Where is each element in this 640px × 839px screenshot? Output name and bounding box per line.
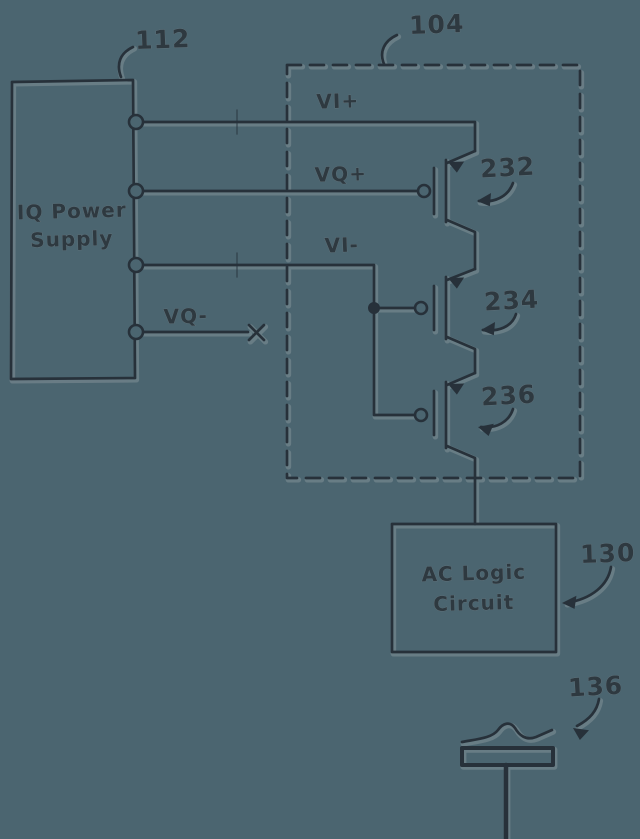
ref-104: 104 <box>409 9 465 40</box>
gate-node-232 <box>416 183 432 199</box>
signal-label-vi-plus: VI+ <box>316 88 359 113</box>
power-supply-label-line1: IQ Power <box>17 198 127 225</box>
ac-logic-label-line2: Circuit <box>433 590 515 616</box>
ref-130: 130 <box>580 538 636 569</box>
signal-label-vq-minus: VQ- <box>163 303 208 329</box>
ref-136: 136 <box>567 671 624 703</box>
terminal-vi-minus <box>127 256 145 274</box>
signal-label-vq-plus: VQ+ <box>314 161 367 187</box>
terminal-vi-plus <box>127 113 145 131</box>
power-supply-label-line2: Supply <box>30 226 114 252</box>
ref-234: 234 <box>483 285 540 317</box>
terminal-vq-minus <box>127 323 145 341</box>
ref-112: 112 <box>135 24 191 55</box>
junction-dot <box>368 302 380 314</box>
ref-236: 236 <box>480 380 537 412</box>
ref-232: 232 <box>479 152 536 184</box>
ac-logic-label-line1: AC Logic <box>421 560 526 587</box>
gate-node-234 <box>413 300 429 316</box>
gate-node-236 <box>413 407 429 423</box>
signal-label-vi-minus: VI- <box>324 232 359 257</box>
terminal-vq-plus <box>127 182 145 200</box>
connection-nodes <box>127 113 432 423</box>
labels: 112 104 232 234 236 130 136 IQ Power Sup… <box>16 9 636 703</box>
